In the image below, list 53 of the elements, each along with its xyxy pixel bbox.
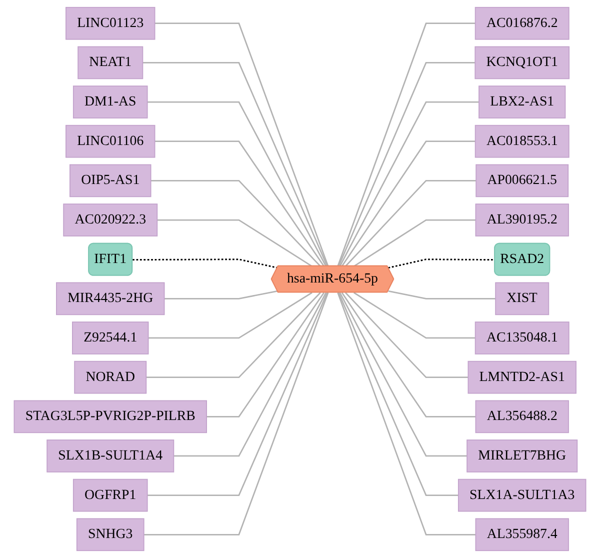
node-box: LMNTD2-AS1 xyxy=(468,360,576,394)
connector xyxy=(337,292,476,536)
connector xyxy=(338,62,476,267)
node-box: AL390195.2 xyxy=(475,204,569,236)
connector xyxy=(344,180,476,267)
node-box: SLX1A-SULT1A3 xyxy=(458,478,586,512)
node-box: AL356488.2 xyxy=(475,400,569,434)
node-box: SNHG3 xyxy=(76,518,144,552)
node-box: NEAT1 xyxy=(78,46,144,80)
node-box: KCNQ1OT1 xyxy=(474,46,570,80)
node-box: AC135048.1 xyxy=(474,322,570,354)
node-box: MIRLET7BHG xyxy=(466,440,578,472)
connector xyxy=(353,219,476,267)
connector xyxy=(339,292,468,457)
node-box: OGFRP1 xyxy=(72,478,148,512)
connector xyxy=(338,292,458,496)
connector xyxy=(142,62,328,267)
connector xyxy=(345,292,468,378)
node-box: NORAD xyxy=(74,360,147,394)
node-box: STAG3L5P-PVRIG2P-PILRB xyxy=(14,400,207,434)
connector xyxy=(388,258,496,269)
connector xyxy=(206,292,325,418)
connector xyxy=(144,292,329,536)
node-box: AL355987.4 xyxy=(475,518,569,552)
connector xyxy=(354,292,476,339)
node-box: LINC01123 xyxy=(66,6,156,40)
node-box: MIR4435-2HG xyxy=(56,282,165,316)
connector xyxy=(341,292,476,418)
node-box: AC018553.1 xyxy=(474,124,570,158)
connector xyxy=(146,292,321,378)
connector xyxy=(147,292,328,496)
connector xyxy=(388,290,496,300)
node-box: AP006621.5 xyxy=(476,164,569,198)
connector xyxy=(148,292,312,339)
node-box: LINC01106 xyxy=(66,124,156,158)
node-box: OIP5-AS1 xyxy=(70,164,152,198)
connector xyxy=(337,22,476,267)
connector xyxy=(164,290,278,300)
node-box: AC016876.2 xyxy=(474,6,570,40)
connector xyxy=(174,292,327,457)
connector xyxy=(339,101,479,267)
node-box: LBX2-AS1 xyxy=(478,86,566,118)
node-box: SLX1B-SULT1A4 xyxy=(46,440,174,472)
connector xyxy=(341,140,476,267)
node-box: Z92544.1 xyxy=(72,322,149,354)
connector xyxy=(147,101,327,267)
node-box: XIST xyxy=(495,282,550,316)
connector xyxy=(157,219,312,267)
connector xyxy=(150,180,321,267)
connector xyxy=(154,140,325,267)
node-box: AC020922.3 xyxy=(63,204,158,236)
node-box: DM1-AS xyxy=(72,86,148,118)
connector xyxy=(154,22,329,267)
